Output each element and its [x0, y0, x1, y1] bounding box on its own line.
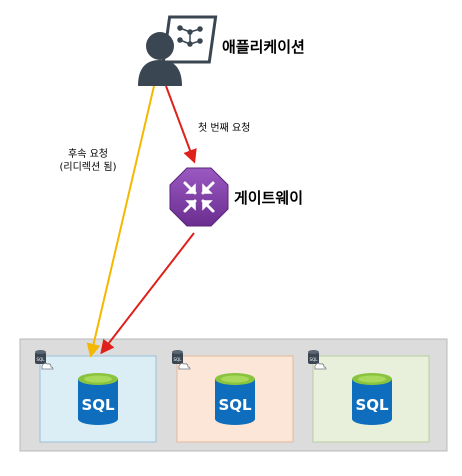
- svg-text:SQL: SQL: [37, 357, 46, 362]
- redirected-label: (리디렉션 됨): [60, 161, 117, 173]
- svg-text:SQL: SQL: [174, 357, 183, 362]
- sql-database-icon[interactable]: SQL: [215, 373, 255, 425]
- sql-server-corner-icon: SQL: [35, 350, 54, 370]
- sql-server-corner-icon: SQL: [172, 350, 191, 370]
- sql-label: SQL: [218, 396, 252, 414]
- first-request-arrow: [165, 85, 197, 164]
- sql-database-icon[interactable]: SQL: [78, 373, 118, 425]
- sql-label: SQL: [355, 396, 389, 414]
- sql-label: SQL: [81, 396, 115, 414]
- subsequent-request-label: 후속 요청: [68, 148, 108, 160]
- gateway-to-database-arrow: [100, 232, 195, 355]
- gateway-label: 게이트웨이: [234, 189, 303, 207]
- sql-database-icon[interactable]: SQL: [352, 373, 392, 425]
- gateway-icon[interactable]: [169, 167, 229, 227]
- user-computer-icon[interactable]: [138, 15, 218, 86]
- svg-text:SQL: SQL: [310, 357, 319, 362]
- first-request-label: 첫 번째 요청: [198, 122, 250, 134]
- sql-server-corner-icon: SQL: [308, 350, 327, 370]
- subsequent-request-arrow: [86, 85, 155, 358]
- application-label: 애플리케이션: [222, 38, 305, 56]
